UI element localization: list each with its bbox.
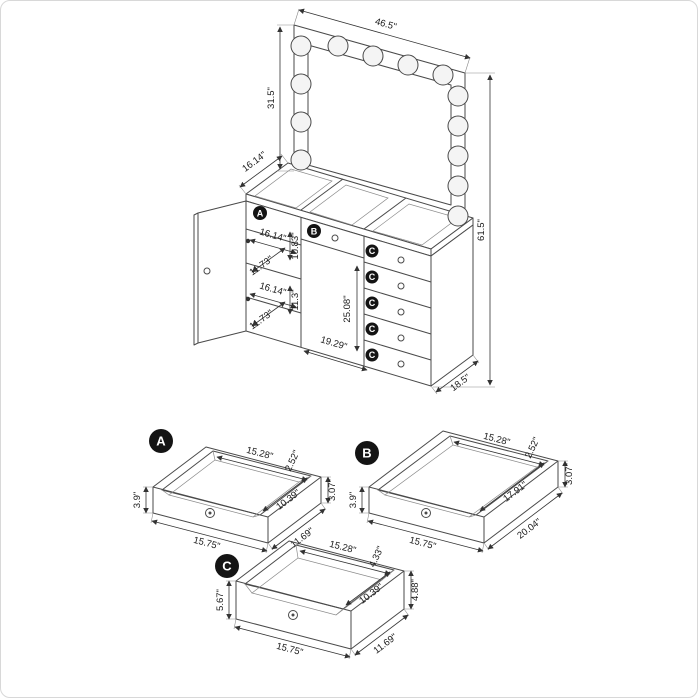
detail-b-outer-width: 15.75" bbox=[408, 535, 437, 552]
dim-mirror-width: 46.5" bbox=[293, 8, 471, 74]
dim-mirror-height-label: 31.5" bbox=[266, 87, 277, 109]
badge-bank-2-label: C bbox=[369, 272, 376, 282]
detail-c-outer-height: 5.67" bbox=[215, 589, 226, 611]
door-thickness-edge bbox=[193, 212, 199, 346]
bulb-icon bbox=[290, 73, 312, 95]
tabletop-divider-left bbox=[300, 178, 344, 211]
bulb-icon bbox=[447, 145, 469, 167]
detail-a-badge bbox=[149, 429, 173, 453]
badge-bank-5-label: C bbox=[369, 350, 376, 360]
dim-cabinet-upper-height: 10.83" bbox=[287, 231, 301, 261]
main-badges: A B C C C C C bbox=[253, 206, 379, 362]
bank-row-line-2 bbox=[363, 287, 432, 309]
tabletop-divider-right bbox=[363, 197, 407, 230]
door-hinge-bottom bbox=[245, 296, 251, 302]
dim-cabinet-upper-height-label: 10.83" bbox=[290, 232, 301, 259]
detail-b-outer-depth: 20.04" bbox=[515, 516, 543, 541]
detail-a-inner-height: 3.07" bbox=[327, 479, 338, 501]
bank-knob-2 bbox=[397, 282, 405, 290]
open-door bbox=[193, 200, 251, 346]
bank-row-line-4 bbox=[363, 339, 432, 361]
bulb-icon bbox=[447, 85, 469, 107]
bank-knob-3 bbox=[397, 308, 405, 316]
dim-shelf-height-label: 25.08" bbox=[342, 295, 353, 322]
detail-c-badge-label: C bbox=[222, 559, 232, 574]
badge-bank-4 bbox=[365, 322, 379, 336]
dim-base-depth-label: 18.5" bbox=[448, 372, 472, 394]
detail-a-inner-width: 15.28" bbox=[245, 445, 274, 462]
bulb-icon bbox=[447, 205, 469, 227]
detail-a-clearance: 2.52" bbox=[283, 449, 302, 473]
dim-shelf-height: 25.08" bbox=[342, 265, 360, 352]
door-panel bbox=[197, 200, 247, 344]
detail-drawer-c: C 5.67" 15.75" 11.69" 4.88" 15.28" 10.39… bbox=[215, 539, 421, 660]
bulb-icon bbox=[290, 149, 312, 171]
detail-c-outer-width: 15.75" bbox=[275, 641, 304, 658]
detail-b-badge bbox=[355, 441, 379, 465]
detail-drawer-b: B 3.9" 15.75" 20.04" 3.07" 15.28" 17.91" bbox=[348, 430, 575, 554]
badge-bank-3-label: C bbox=[369, 298, 376, 308]
detail-b-outer-height: 3.9" bbox=[348, 492, 359, 509]
badge-middle-b bbox=[307, 224, 321, 238]
badge-bank-1-label: C bbox=[369, 246, 376, 256]
badge-bank-4-label: C bbox=[369, 324, 376, 334]
badge-cabinet-a-label: A bbox=[257, 209, 264, 219]
badge-bank-2 bbox=[365, 270, 379, 284]
detail-c-inner-width: 15.28" bbox=[328, 539, 357, 556]
detail-c-badge bbox=[215, 554, 239, 578]
detail-a-outer-height: 3.9" bbox=[132, 492, 143, 509]
dim-mirror-width-label: 46.5" bbox=[374, 16, 398, 33]
badge-bank-1 bbox=[365, 244, 379, 258]
bank-knob-4 bbox=[397, 334, 405, 342]
bulb-icon bbox=[397, 54, 419, 76]
badge-bank-5 bbox=[365, 348, 379, 362]
detail-b-inner-height: 3.07" bbox=[564, 463, 575, 485]
detail-c-outer-depth: 11.69" bbox=[372, 632, 400, 657]
bulb-icon bbox=[327, 35, 349, 57]
bank-row-line-3 bbox=[363, 313, 432, 335]
bulb-icon bbox=[290, 111, 312, 133]
bulb-icon bbox=[447, 175, 469, 197]
dim-mirror-height: 31.5" bbox=[266, 24, 294, 172]
bank-knob-5 bbox=[397, 360, 405, 368]
badge-cabinet-a bbox=[253, 206, 267, 220]
middle-drawer-bottom-line bbox=[300, 238, 365, 259]
drawer-knobs bbox=[331, 234, 405, 368]
bulb-icon bbox=[362, 45, 384, 67]
badge-bank-3 bbox=[365, 296, 379, 310]
tabletop-inset-middle bbox=[309, 184, 389, 226]
detail-a-outer-width: 15.75" bbox=[192, 535, 221, 552]
bulb-icon bbox=[447, 115, 469, 137]
middle-drawer-knob bbox=[331, 234, 339, 242]
bank-row-line-1 bbox=[363, 261, 432, 283]
dim-total-height-label: 61.5" bbox=[476, 219, 487, 241]
door-knob bbox=[203, 267, 211, 275]
door-hinge-top bbox=[245, 238, 251, 244]
dim-cabinet-lower-height: 11.3" bbox=[287, 285, 301, 315]
bulb-icon bbox=[290, 35, 312, 57]
bank-knob-1 bbox=[397, 256, 405, 264]
detail-drawer-a: A 3.9" 15.75" 11.69" 3.07" 15.28" 10.39" bbox=[132, 429, 338, 554]
detail-a-badge-label: A bbox=[156, 434, 166, 449]
detail-c-inner-height: 4.88" bbox=[410, 579, 421, 601]
detail-b-badge-label: B bbox=[362, 446, 371, 461]
dim-top-depth-label: 16.14" bbox=[240, 149, 268, 174]
dim-cabinet-lower-height-label: 11.3" bbox=[290, 289, 301, 310]
badge-middle-b-label: B bbox=[311, 227, 318, 237]
bulb-icon bbox=[432, 64, 454, 86]
